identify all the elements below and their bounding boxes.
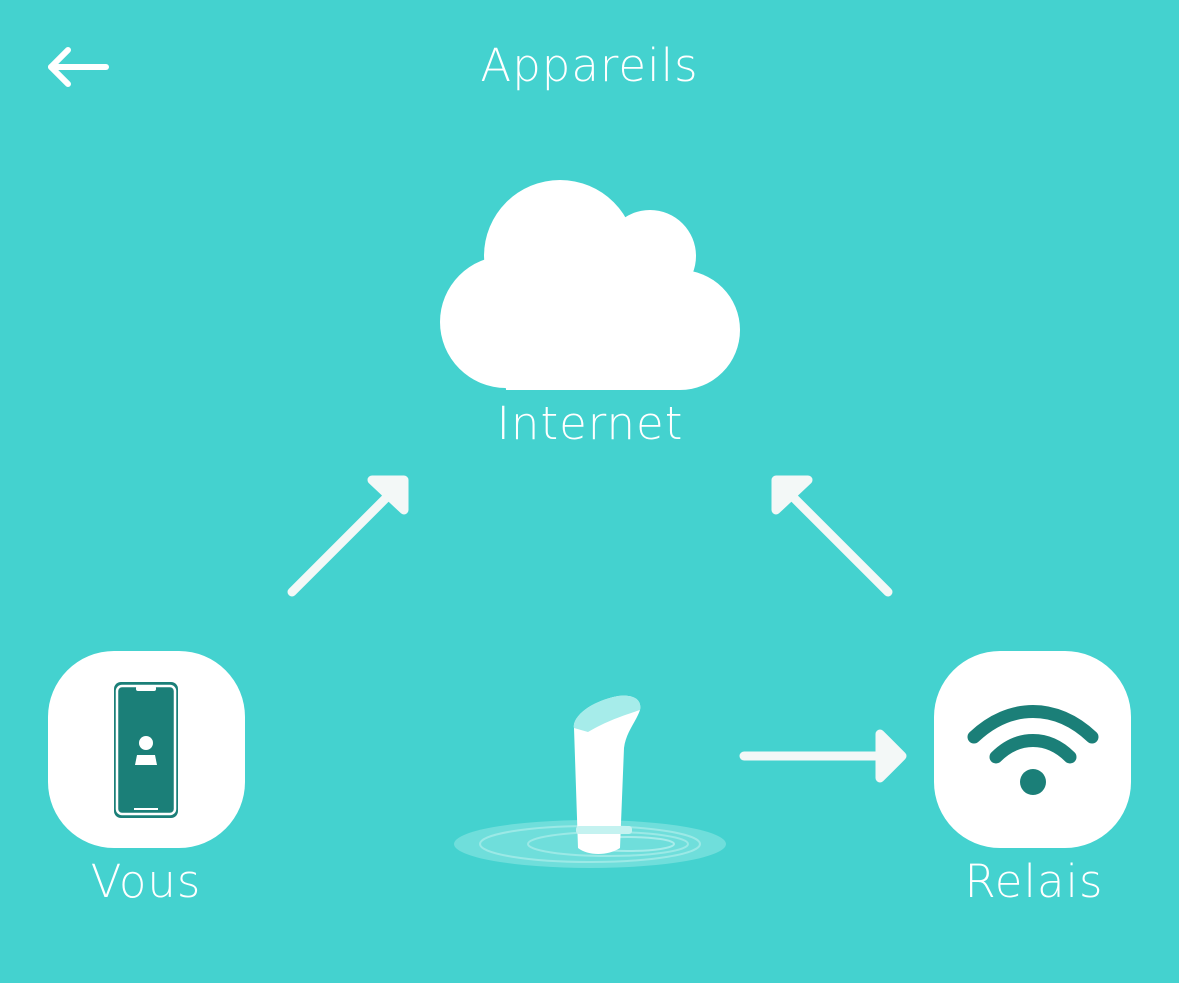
water-sensor-icon <box>454 695 726 868</box>
arrow-up-left-icon <box>771 475 893 597</box>
back-button[interactable] <box>40 36 116 96</box>
cloud-icon <box>440 180 740 390</box>
page-title: Appareils <box>480 39 699 92</box>
device-tile-relay[interactable] <box>934 651 1131 848</box>
arrow-right-icon <box>739 729 907 783</box>
internet-label: Internet <box>496 397 684 450</box>
you-label: Vous <box>90 855 202 908</box>
smartphone-icon <box>114 682 178 818</box>
device-tile-you[interactable] <box>48 651 245 848</box>
wifi-icon <box>967 705 1099 795</box>
arrow-up-right-icon <box>287 475 409 597</box>
relay-label: Relais <box>964 855 1104 908</box>
arrow-left-icon <box>48 47 109 87</box>
